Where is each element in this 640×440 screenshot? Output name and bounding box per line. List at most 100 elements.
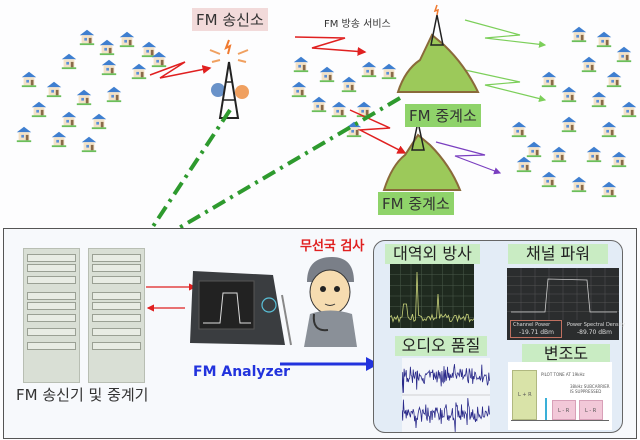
flow-arrow <box>280 357 379 371</box>
house-icon <box>541 71 557 88</box>
analyzer-label: FM Analyzer <box>193 364 291 380</box>
house-icon <box>601 121 617 138</box>
rack-unit <box>27 328 76 336</box>
audio-quality-label: 오디오 품질 <box>395 336 487 356</box>
lr-diff-label: L - R <box>558 408 570 414</box>
rack-unit <box>27 292 76 300</box>
link-line <box>148 96 402 247</box>
house-icon <box>561 86 577 103</box>
house-icon <box>526 141 542 158</box>
house-icon <box>606 71 622 88</box>
house-icon <box>119 31 135 48</box>
house-icon <box>601 181 617 198</box>
house-icon <box>51 131 67 148</box>
repeater-station-label: FM 중계소 <box>405 104 481 127</box>
spurious-spectrum-chart <box>390 264 474 328</box>
house-icon <box>561 116 577 133</box>
rack-unit <box>27 254 76 262</box>
rack-unit <box>92 342 141 350</box>
psd-title: Power Spectral Density <box>567 322 625 328</box>
house-icon <box>361 61 377 78</box>
house-icon <box>571 176 587 193</box>
house-icon <box>293 56 309 73</box>
house-icon <box>76 89 92 106</box>
house-icon <box>46 81 62 98</box>
house-icon <box>516 156 532 173</box>
house-icon <box>99 39 115 56</box>
subcarrier-note: 38kHz SUBCARRIER IS SUPPRESSED <box>570 384 610 394</box>
rack-unit <box>92 314 141 322</box>
house-icon <box>106 86 122 103</box>
house-icon <box>571 26 587 43</box>
house-icon <box>81 136 97 153</box>
house-icon <box>541 171 557 188</box>
repeater-station-label: FM 중계소 <box>378 192 454 215</box>
house-icon <box>79 29 95 46</box>
signal-wave <box>435 141 502 175</box>
rack-unit <box>92 328 141 336</box>
rack-unit <box>27 264 76 272</box>
house-icon <box>511 121 527 138</box>
channel-power-value: -19.71 dBm <box>519 329 555 336</box>
house-icon <box>291 81 307 98</box>
house-icon <box>581 56 597 73</box>
modulation-label: 변조도 <box>522 344 610 364</box>
house-icon <box>591 91 607 108</box>
rack-unit <box>27 302 76 310</box>
transmitter-tower-icon <box>209 39 249 119</box>
equipment-label: FM 송신기 및 중계기 <box>16 386 149 404</box>
transmitter-station-label: FM 송신소 <box>192 8 268 31</box>
signal-wave <box>294 36 367 56</box>
house-icon <box>31 101 47 118</box>
audio-waveform-chart <box>402 358 490 432</box>
house-icon <box>319 66 335 83</box>
lr-diff-label: L - R <box>585 408 597 414</box>
house-icon <box>61 111 77 128</box>
house-icon <box>341 76 357 93</box>
rack-unit <box>92 292 141 300</box>
house-icon <box>331 101 347 118</box>
spurious-emission-label: 대역외 방사 <box>385 244 480 264</box>
fm-analyzer-device <box>190 271 292 346</box>
signal-arrows <box>146 283 197 312</box>
house-icon <box>16 126 32 143</box>
house-icon <box>311 96 327 113</box>
house-icon <box>91 113 107 130</box>
house-icon <box>621 101 637 118</box>
inspection-label: 무선국 검사 <box>300 239 365 254</box>
pilot-tone-note: PILOT TONE AT 19kHz <box>541 372 585 377</box>
house-icon <box>596 31 612 48</box>
house-icon <box>616 46 632 63</box>
house-clusters <box>16 26 637 198</box>
signal-wave <box>349 109 407 154</box>
house-icon <box>586 146 602 163</box>
lr-sum-label: L + R <box>518 392 532 398</box>
rack-unit <box>92 264 141 272</box>
house-icon <box>141 41 157 58</box>
signal-wave <box>464 19 547 48</box>
repeater-mountain-icon <box>396 4 480 93</box>
rack-unit <box>92 302 141 310</box>
channel-power-chart: Channel Power -19.71 dBm Power Spectral … <box>507 268 625 340</box>
rack-unit <box>92 276 141 284</box>
repeater-mountain-icon <box>382 121 462 191</box>
signal-wave <box>149 61 212 79</box>
channel-power-title: Channel Power <box>513 322 551 328</box>
house-icon <box>551 146 567 163</box>
inspector-cartoon-icon <box>304 257 357 347</box>
house-icon <box>131 63 147 80</box>
channel-power-label: 채널 파워 <box>508 244 608 264</box>
house-icon <box>101 59 117 76</box>
house-icon <box>381 63 397 80</box>
rack-unit <box>92 254 141 262</box>
house-icon <box>21 71 37 88</box>
house-icon <box>61 53 77 70</box>
broadcast-service-label: FM 방송 서비스 <box>324 19 391 30</box>
rack-unit <box>27 276 76 284</box>
rack-unit <box>27 342 76 350</box>
rack-unit <box>27 314 76 322</box>
signal-wave <box>464 69 547 103</box>
modulation-spectrum-chart: L + R L - R L - R PILOT TONE AT 19kHz 38… <box>508 362 612 430</box>
psd-value: -89.70 dBm <box>577 329 613 336</box>
house-icon <box>611 151 627 168</box>
